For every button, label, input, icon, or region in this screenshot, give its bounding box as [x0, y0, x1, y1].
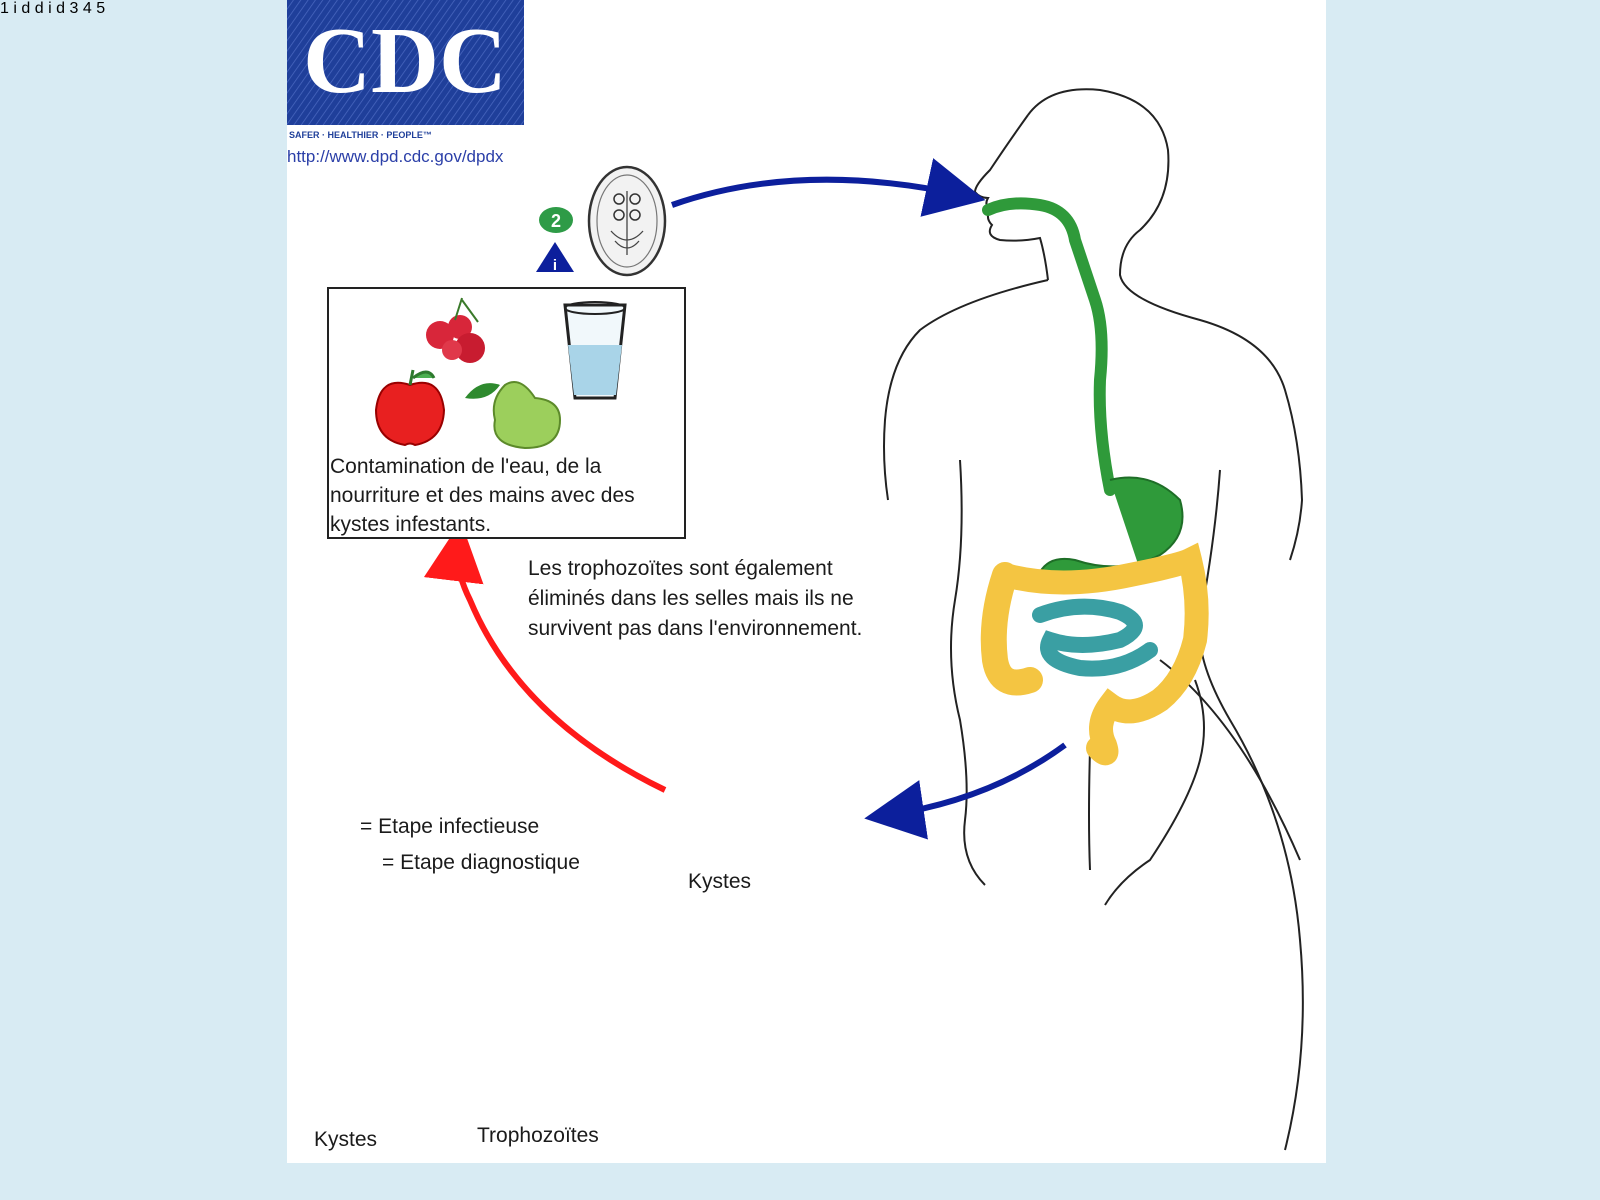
pear-icon [465, 381, 562, 450]
trophozoite-note: Les trophozoïtes sont également éliminés… [528, 557, 863, 640]
contamination-caption: Contamination de l'eau, de la nourriture… [330, 455, 635, 536]
bottom-trophozoite-1: 3 4 5 http://www.dpd.cdc.gov/dpdx Contam… [69, 0, 863, 1151]
bottom-cyst-left: 3 4 5 http://www.dpd.cdc.gov/dpdx Contam… [69, 0, 863, 1151]
infective-stage-icon: i [536, 242, 574, 274]
excreted-cyst: 1 i d d i d [0, 0, 863, 1151]
legend-infective-label: = Etape infectieuse [360, 815, 540, 838]
ingestion-arrow [671, 158, 986, 217]
cyst-infective-icon: i [13, 0, 17, 17]
step-1-marker: 1 [0, 0, 9, 17]
legend-diagnostic-icon: d [56, 0, 66, 17]
bottom-arrow-4: 5 http://www.dpd.cdc.gov/dpdx Contaminat… [96, 0, 862, 1151]
step-4-marker: 4 [82, 0, 92, 17]
cdc-url: http://www.dpd.cdc.gov/dpdx [287, 147, 504, 166]
bottom-trophozoite-2: 5 http://www.dpd.cdc.gov/dpdx Contaminat… [96, 0, 862, 1151]
cyst-diagnostic-icon: d [21, 0, 31, 17]
infective-cyst [587, 165, 667, 277]
water-glass-icon [563, 301, 627, 400]
bottom-kystes-label: Kystes [314, 1128, 378, 1151]
contamination-arrow [423, 521, 667, 793]
bottom-arrow-3: 4 5 http://www.dpd.cdc.gov/dpdx Contamin… [82, 0, 863, 1151]
bottom-trophozoites-label: Trophozoïtes [477, 1124, 599, 1147]
step-3-marker: 3 [69, 0, 79, 17]
digestive-tract [980, 197, 1209, 766]
replication-box: 3 4 5 http://www.dpd.cdc.gov/dpdx Contam… [69, 0, 863, 1151]
bottom-arrow-2: 3 4 5 http://www.dpd.cdc.gov/dpdx Contam… [69, 0, 863, 1151]
apple-icon [374, 369, 446, 447]
kystes-label: Kystes [688, 870, 752, 893]
cdc-logo: CDC SAFER · HEALTHIER · PEOPLE™ [287, 0, 524, 140]
human-silhouette [883, 88, 1304, 1151]
cdc-logo-text: CDC [303, 9, 507, 113]
excreted-trophozoite: 1 i d d i d [0, 0, 863, 1151]
legend-infective-icon: i [48, 0, 52, 17]
trophozoite-diagnostic-icon: d [34, 0, 44, 17]
excretion-arrow [864, 742, 1067, 840]
legend-diagnostic-label: = Etape diagnostique [382, 851, 580, 874]
svg-text:i: i [553, 257, 557, 274]
bottom-arrow-1: 3 4 5 http://www.dpd.cdc.gov/dpdx Contam… [69, 0, 863, 1151]
step-5-marker: 5 [96, 0, 106, 17]
svg-text:2: 2 [551, 211, 561, 231]
raspberries-icon [426, 297, 485, 363]
cdc-tagline: SAFER · HEALTHIER · PEOPLE™ [289, 130, 432, 140]
step-2-marker: 2 [539, 207, 573, 233]
